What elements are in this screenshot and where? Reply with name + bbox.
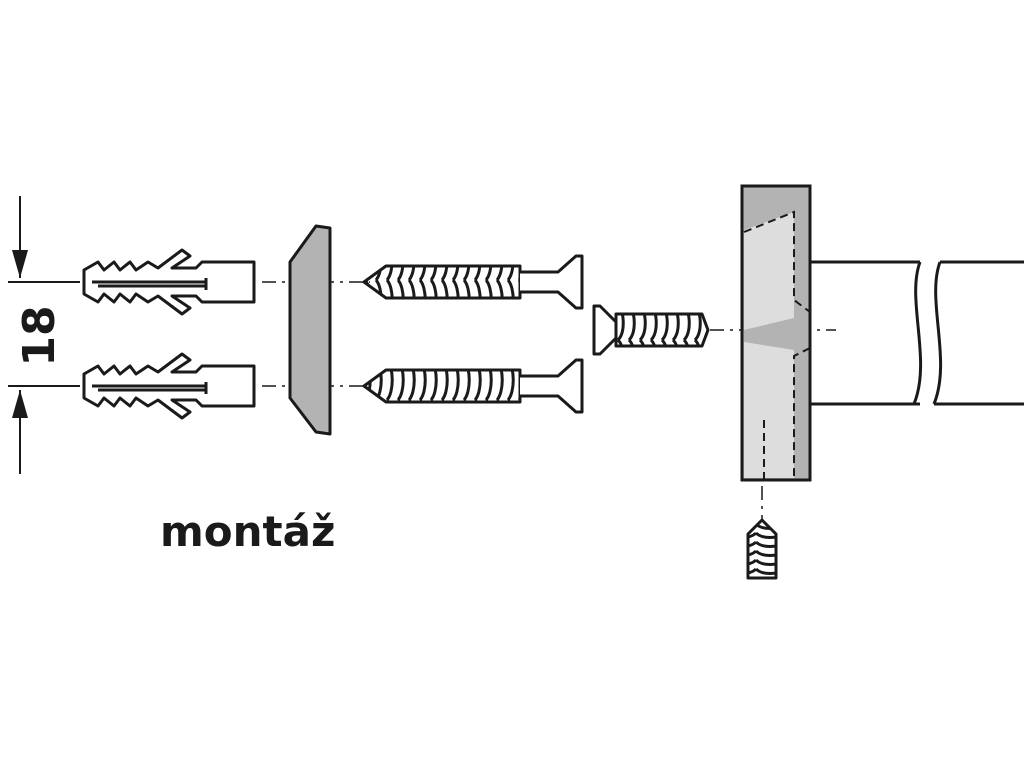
rosette-plate [288,224,332,436]
connector-screw [592,304,710,356]
wall-plug-bottom [82,352,256,420]
wall-plug-top [82,248,256,316]
wood-screw-bottom [362,358,584,414]
flange-holder [740,184,812,482]
rod-tube [810,260,1024,406]
wood-screw-top [362,254,584,310]
dimension-label: 18 [14,305,65,366]
caption-label: montáž [160,507,335,556]
set-screw [746,518,778,580]
dimension-marker: 18 [8,196,80,474]
